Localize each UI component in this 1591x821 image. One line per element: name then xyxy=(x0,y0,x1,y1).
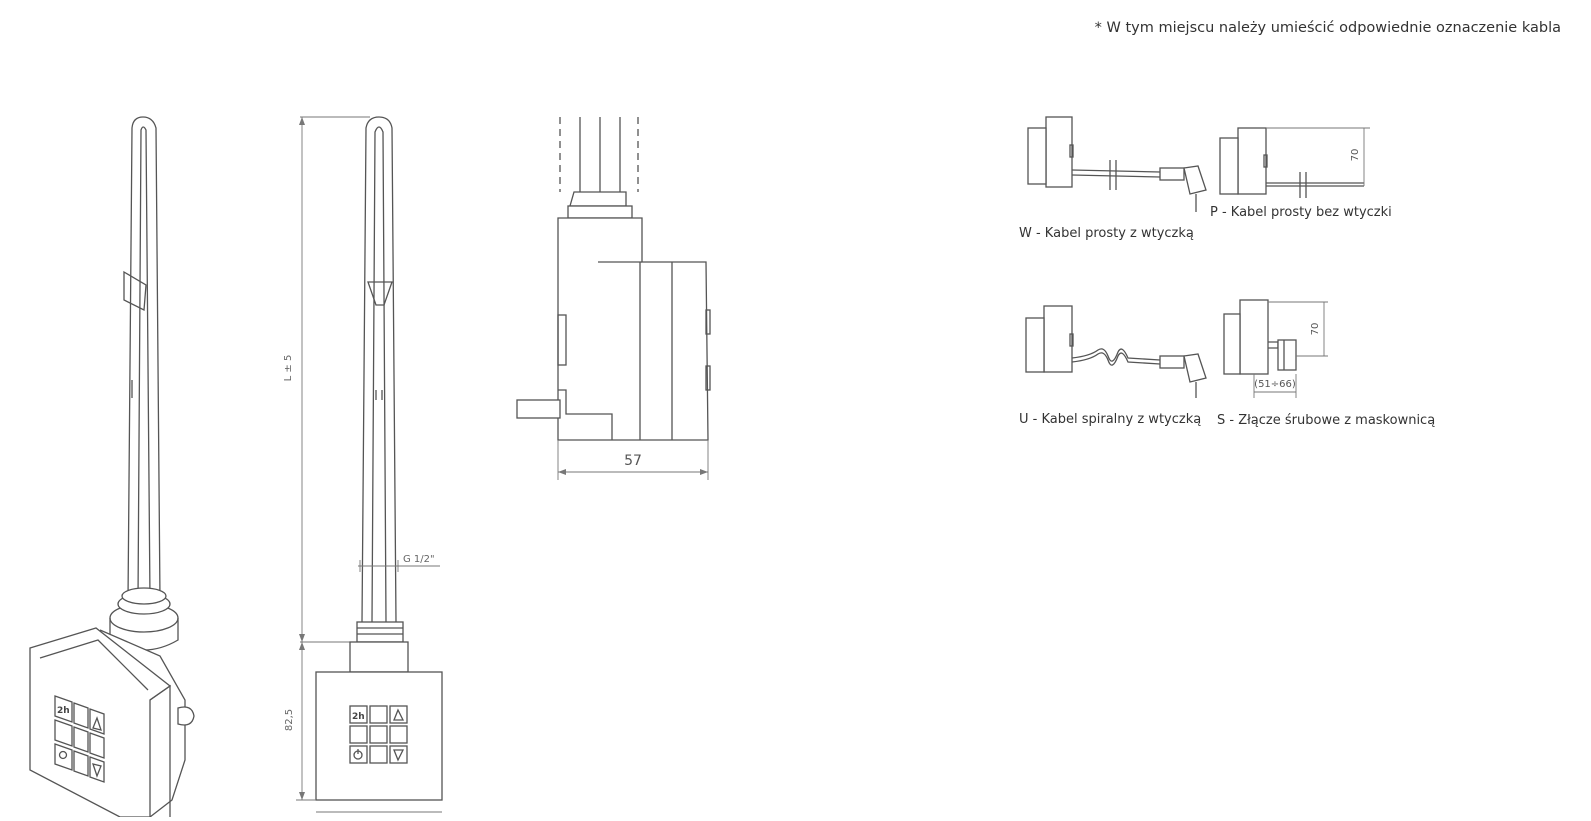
option-s-height-dimension-label: 70 xyxy=(1310,323,1321,336)
option-u-plug-head xyxy=(1183,353,1207,383)
front-timer-label: 2h xyxy=(352,712,365,722)
length-dimension-label: L ± 5 xyxy=(283,355,294,382)
option-s-range-dimension-label: (51÷66) xyxy=(1254,379,1296,390)
option-w-drawing xyxy=(1027,116,1207,212)
side-width-dimension-label: 57 xyxy=(624,453,642,469)
option-s-caption: S - Złącze śrubowe z maskownicą xyxy=(1217,413,1436,428)
option-p-caption: P - Kabel prosty bez wtyczki xyxy=(1210,205,1392,220)
option-u-plug-body xyxy=(1159,355,1185,369)
option-w-plug-head xyxy=(1183,165,1207,195)
perspective-power-icon xyxy=(58,750,68,760)
front-heating-rod xyxy=(361,116,397,623)
front-keypad: 2h xyxy=(349,705,408,764)
option-p-drawing: 70 xyxy=(1219,127,1370,198)
side-view: 57 xyxy=(516,117,711,480)
option-s-screw-cap xyxy=(1277,339,1297,371)
option-u-drawing xyxy=(1025,305,1207,398)
thread-dimension-label: G 1/2" xyxy=(403,554,435,565)
front-rod-clip xyxy=(367,281,393,306)
side-cable-connector xyxy=(516,399,561,419)
perspective-keypad: 2h xyxy=(54,695,105,783)
perspective-side-pin xyxy=(177,706,195,726)
perspective-down-icon xyxy=(92,763,102,778)
option-w-plug-body xyxy=(1159,167,1185,181)
perspective-view: 2h xyxy=(29,116,195,818)
height-dimension-label: 82,5 xyxy=(284,709,295,731)
option-s-drawing: 70 (51÷66) xyxy=(1223,299,1328,398)
perspective-rod-clip xyxy=(123,270,147,312)
front-up-icon xyxy=(393,708,405,721)
option-u-spiral-cable xyxy=(1071,348,1161,362)
option-u-caption: U - Kabel spiralny z wtyczką xyxy=(1019,412,1202,427)
perspective-up-icon xyxy=(92,716,102,731)
front-thread-nut xyxy=(356,621,404,643)
perspective-heating-rod xyxy=(127,116,161,601)
front-down-icon xyxy=(393,749,405,762)
front-body xyxy=(315,671,443,801)
side-thread xyxy=(569,191,627,207)
perspective-front-face xyxy=(29,627,172,818)
perspective-timer-label: 2h xyxy=(57,706,70,716)
perspective-heating-rod-inner xyxy=(137,126,151,601)
option-w-caption: W - Kabel prosty z wtyczką xyxy=(1019,226,1194,241)
front-view: L ± 5 G 1/2" xyxy=(283,116,443,813)
option-p-height-dimension-label: 70 xyxy=(1350,149,1361,162)
side-body xyxy=(557,217,709,441)
cable-marking-note: * W tym miejscu należy umieścić odpowied… xyxy=(1094,20,1561,36)
